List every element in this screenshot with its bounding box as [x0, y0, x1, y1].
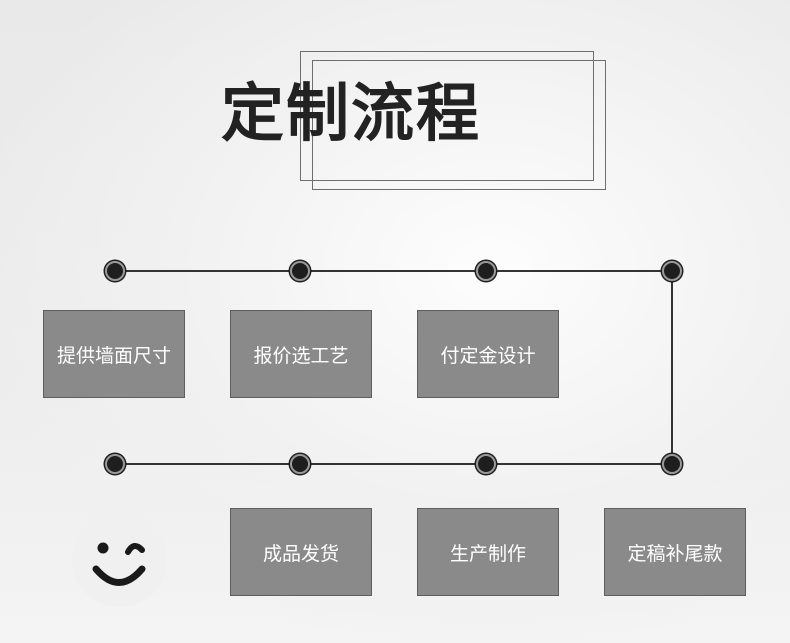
title-frame-back	[300, 51, 594, 181]
smiley-eye-left	[97, 542, 109, 554]
circle-node-icon	[662, 261, 682, 281]
step-box-shipping: 成品发货	[230, 508, 372, 596]
step-box-final-payment: 定稿补尾款	[604, 508, 746, 596]
flow-line-top	[115, 270, 673, 272]
circle-node-icon	[476, 261, 496, 281]
smiley-eye-wink	[125, 543, 145, 555]
circle-node-icon	[105, 261, 125, 281]
step-box-quote-craft: 报价选工艺	[230, 310, 372, 398]
step-box-production: 生产制作	[417, 508, 559, 596]
page-title: 定制流程	[221, 77, 481, 150]
smiley-graphic	[92, 542, 146, 586]
circle-node-icon	[290, 261, 310, 281]
step-box-deposit-design: 付定金设计	[417, 310, 559, 398]
circle-node-icon	[476, 454, 496, 474]
smiley-mouth	[92, 565, 146, 586]
circle-node-icon	[105, 454, 125, 474]
title-frame-front	[312, 60, 606, 190]
step-box-provide-size: 提供墙面尺寸	[43, 310, 185, 398]
circle-node-icon	[662, 454, 682, 474]
winking-smiley-icon	[72, 512, 167, 607]
circle-node-icon	[290, 454, 310, 474]
flow-line-bottom	[115, 463, 673, 465]
flow-line-connector	[671, 270, 673, 465]
